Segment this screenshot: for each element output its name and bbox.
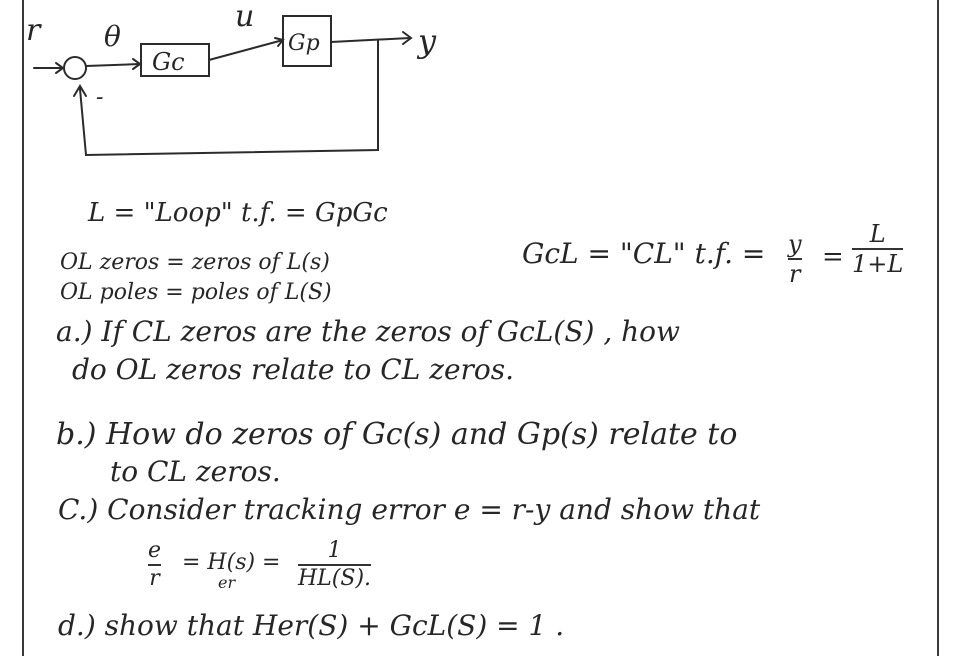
feedback-arrowhead (73, 84, 87, 97)
feedback-path (79, 39, 379, 157)
output-arrowhead (402, 31, 413, 45)
fraction-bar (852, 248, 904, 250)
error-tf-subscript: er (218, 573, 236, 592)
fraction-denominator: r (149, 566, 160, 591)
fraction-numerator: 1 (327, 538, 342, 563)
error-tf-expression: = H(s) = (182, 550, 281, 575)
fraction-denominator: 1+L (852, 250, 904, 278)
fraction-bar (148, 564, 162, 566)
controller-label: Gc (152, 48, 185, 76)
output-arrow (330, 37, 411, 43)
question-a-line2: do OL zeros relate to CL zeros. (72, 353, 515, 386)
question-b-line2: to CL zeros. (110, 455, 281, 488)
fraction-bar (788, 258, 802, 260)
fraction-denominator: HL(S). (298, 566, 372, 591)
fraction-1-over-hl: 1 HL(S). (298, 538, 372, 591)
control-arrow (208, 39, 284, 61)
fraction-bar (298, 564, 372, 566)
question-c-line1: C.) Consider tracking error e = r-y and … (58, 493, 761, 526)
error-arrow (85, 63, 141, 67)
fraction-numerator: y (788, 230, 802, 258)
input-label: r (26, 13, 42, 48)
feedback-sign: - (96, 85, 103, 110)
fraction-y-over-r: y r (788, 232, 802, 286)
closed-loop-tf-lhs: GcL = "CL" t.f. = (522, 237, 766, 270)
summing-junction (63, 56, 87, 80)
fraction-numerator: e (148, 538, 162, 563)
question-b-line1: b.) How do zeros of Gc(s) and Gp(s) rela… (56, 417, 738, 452)
left-margin-line (22, 0, 24, 656)
output-label: y (416, 22, 437, 60)
question-d: d.) show that Her(S) + GcL(S) = 1 . (58, 609, 565, 642)
control-label: u (235, 0, 254, 34)
right-margin-line (937, 0, 939, 656)
ol-zeros-definition: OL zeros = zeros of L(s) (60, 250, 330, 275)
question-a-line1: a.) If CL zeros are the zeros of GcL(S) … (56, 315, 680, 348)
loop-tf-definition: L = "Loop" t.f. = GpGc (88, 198, 388, 228)
fraction-e-over-r: e r (148, 538, 162, 591)
fraction-l-over-1-plus-l: L 1+L (852, 220, 904, 278)
plant-label: Gp (288, 31, 320, 56)
fraction-denominator: r (789, 260, 801, 288)
error-label: θ (104, 20, 121, 53)
fraction-numerator: L (869, 220, 886, 248)
equals-sign: = (822, 242, 844, 272)
ol-poles-definition: OL poles = poles of L(S) (60, 280, 332, 305)
